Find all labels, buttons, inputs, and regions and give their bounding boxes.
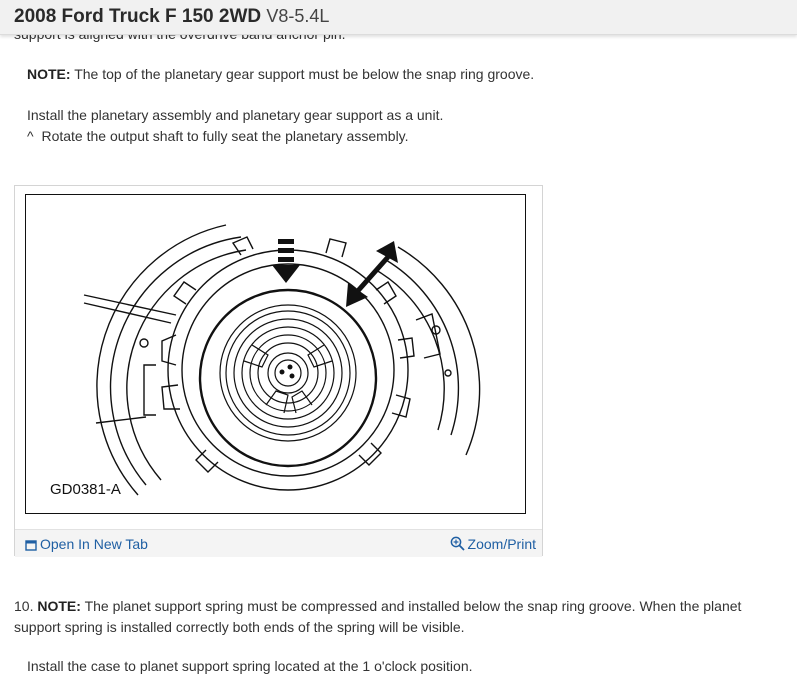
step-10-line-2: support spring is installed correctly bo…	[14, 619, 465, 635]
zoom-print-label: Zoom/Print	[467, 536, 536, 552]
rotate-text: Rotate the output shaft to fully seat th…	[41, 128, 409, 144]
figure-container: GD0381-A Open In New Tab Zoom/Print	[14, 185, 543, 557]
note-label: NOTE:	[27, 66, 71, 82]
figure-image[interactable]: GD0381-A	[25, 194, 526, 514]
vehicle-title: 2008 Ford Truck F 150 2WD	[14, 6, 262, 27]
step-10-line-1: The planet support spring must be compre…	[84, 598, 742, 614]
open-in-new-tab-icon	[25, 540, 37, 551]
step-number: 10.	[14, 598, 34, 614]
note-text: The top of the planetary gear support mu…	[74, 66, 535, 82]
zoom-magnifier-icon	[450, 536, 465, 551]
open-in-new-tab-link[interactable]: Open In New Tab	[25, 536, 148, 552]
zoom-print-link[interactable]: Zoom/Print	[450, 536, 536, 552]
step-10-note: 10. NOTE: The planet support spring must…	[14, 596, 741, 617]
open-in-new-tab-label: Open In New Tab	[40, 536, 148, 552]
page-title: 2008 Ford Truck F 150 2WD V8-5.4L	[14, 6, 329, 28]
figure-toolbar: Open In New Tab Zoom/Print	[15, 529, 542, 557]
planetary-gear-illustration	[83, 224, 481, 496]
note-planetary-support: NOTE: The top of the planetary gear supp…	[27, 64, 534, 85]
rotate-output-shaft: ^ Rotate the output shaft to fully seat …	[27, 126, 409, 147]
step-10-note-label: NOTE:	[37, 598, 81, 614]
install-planetary-text: Install the planetary assembly and plane…	[27, 107, 444, 123]
figure-label: GD0381-A	[50, 481, 121, 498]
engine-label: V8-5.4L	[266, 6, 330, 26]
page-header: 2008 Ford Truck F 150 2WD V8-5.4L	[0, 0, 797, 35]
caret-bullet: ^	[27, 128, 34, 144]
install-case-text: Install the case to planet support sprin…	[27, 658, 473, 674]
